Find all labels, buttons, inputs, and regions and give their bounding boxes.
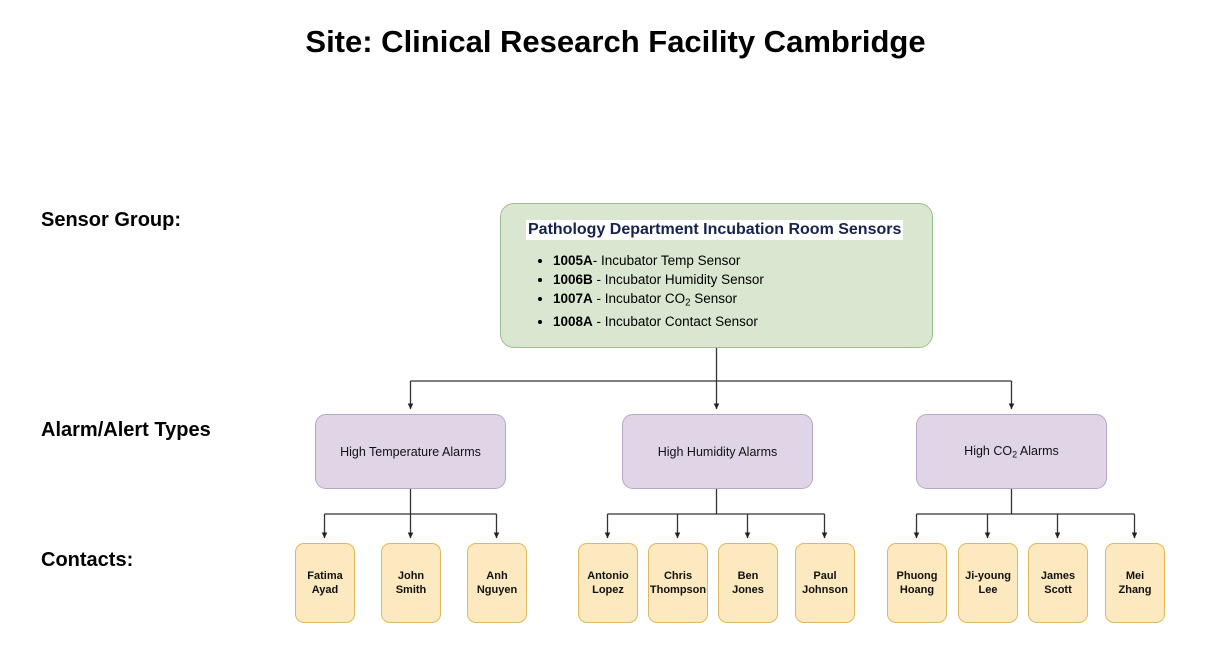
contact-name-line2: Johnson (802, 584, 848, 596)
contact-name-line1: Antonio (587, 570, 629, 582)
contact-name-line2: Lopez (592, 584, 624, 596)
contact-name-line1: Ji-young (965, 570, 1011, 582)
contact-name-line2: Thompson (649, 584, 707, 596)
sensor-separator: - (592, 272, 605, 287)
sensor-separator: - (592, 314, 605, 330)
sensor-id: 1005A (553, 253, 593, 268)
page-title: Site: Clinical Research Facility Cambrid… (305, 24, 926, 59)
contact-name-line1: James (1040, 570, 1076, 582)
contact-name-line1: Phuong (896, 570, 938, 582)
sensor-description: Incubator Contact Sensor (604, 314, 758, 330)
sensor-list-item: 1006B - Incubator Humidity Sensor (553, 270, 764, 289)
contact-name-line2: Ayad (311, 584, 339, 596)
sensor-id: 1006B (553, 272, 593, 287)
sensor-list-item: 1005A- Incubator Temp Sensor (553, 251, 764, 270)
contact-name-line2: Hoang (899, 584, 935, 596)
contact-box[interactable]: Mei Zhang (1105, 543, 1165, 623)
sensor-separator: - (592, 253, 602, 268)
contact-name-line2: Scott (1044, 584, 1072, 596)
sensor-subscript: 2 (685, 297, 691, 309)
contact-name-line1: Mei Zhang (1118, 570, 1152, 596)
alarm-box-label: High Humidity Alarms (657, 444, 778, 459)
sensor-list-item: 1007A - Incubator CO2 Sensor (553, 289, 764, 312)
sensor-description: Incubator Humidity Sensor (604, 272, 764, 287)
contact-name-line1: Ben Jones (732, 570, 764, 596)
row-label-alarm-types: Alarm/Alert Types (41, 419, 211, 441)
contact-name-line1: Paul (813, 570, 837, 582)
alarm-box-label: High CO2 Alarms (964, 444, 1059, 459)
contact-box[interactable]: Ben Jones (718, 543, 778, 623)
alarm-box-label: High Temperature Alarms (340, 444, 481, 459)
sensor-list: 1005A- Incubator Temp Sensor 1006B - Inc… (531, 251, 764, 331)
alarm-box-high-temperature[interactable]: High Temperature Alarms (315, 414, 506, 489)
alarm-box-high-co2[interactable]: High CO2 Alarms (916, 414, 1107, 489)
sensor-description: Incubator Temp Sensor (601, 253, 741, 268)
sensor-description-post: Sensor (690, 291, 738, 306)
contact-name: Ben Jones (722, 569, 774, 597)
contact-name: John Smith (385, 569, 437, 597)
alarm-label-pre: High CO (964, 443, 1013, 458)
contact-name-line1: Anh (486, 570, 508, 582)
contact-name-line1: John Smith (395, 570, 427, 596)
contact-name-line1: Fatima (307, 570, 343, 582)
sensor-list-item: 1008A - Incubator Contact Sensor (553, 312, 764, 331)
contact-name-line2: Lee (978, 584, 998, 596)
sensor-group-heading: Pathology Department Incubation Room Sen… (526, 220, 904, 240)
alarm-label-subscript: 2 (1012, 449, 1018, 460)
alarm-label-post: Alarms (1017, 443, 1059, 458)
sensor-separator: - (592, 291, 605, 306)
sensor-id: 1008A (553, 314, 593, 330)
contact-name-line1: Chris (663, 570, 693, 582)
contact-name-line2: Nguyen (476, 584, 518, 596)
contact-name: Mei Zhang (1109, 569, 1161, 597)
contact-box[interactable]: John Smith (381, 543, 441, 623)
sensor-description: Incubator CO (604, 291, 686, 306)
row-label-sensor-group: Sensor Group: (41, 209, 182, 231)
row-label-contacts: Contacts: (41, 549, 134, 571)
sensor-id: 1007A (553, 291, 593, 306)
sensor-group-box[interactable]: Pathology Department Incubation Room Sen… (500, 203, 933, 348)
alarm-box-high-humidity[interactable]: High Humidity Alarms (622, 414, 813, 489)
